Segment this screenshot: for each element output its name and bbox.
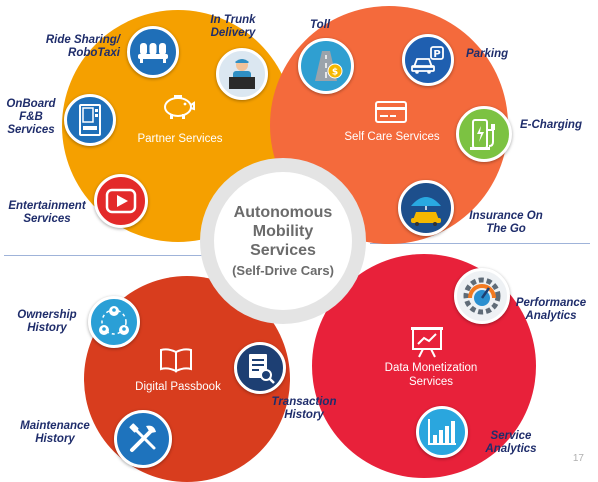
- digital-passbook-title: Digital Passbook: [135, 381, 221, 393]
- data-monetization-title-line-2: Services: [408, 376, 454, 388]
- label-maintenance-line-2: History: [35, 433, 75, 445]
- label-entertainment-line-1: Entertainment: [8, 200, 86, 212]
- label-transaction-line-1: Transaction: [271, 396, 337, 408]
- delivery-person-icon: [216, 48, 268, 100]
- label-insurance: Insurance On The Go: [458, 210, 554, 236]
- label-ownership: Ownership History: [8, 309, 86, 335]
- data-monetization-title-line-1: Data Monetization: [384, 362, 478, 374]
- label-insurance-line-2: The Go: [486, 223, 526, 235]
- label-transaction: Transaction History: [264, 396, 344, 422]
- label-ride-sharing-line-2: RoboTaxi: [68, 47, 120, 59]
- umbrella-car-icon: [398, 180, 454, 236]
- piggy-bank-icon: [160, 92, 196, 120]
- page-number: 17: [572, 453, 584, 464]
- label-parking: Parking: [466, 48, 536, 61]
- label-in-trunk-delivery: In Trunk Delivery: [200, 14, 266, 40]
- center-line-3: Services: [250, 241, 316, 259]
- label-onboard-line-2: F&B: [19, 111, 43, 123]
- self-care-services-title: Self Care Services: [344, 131, 440, 143]
- center-line-2: Mobility: [252, 222, 314, 240]
- label-service-analytics-line-1: Service: [490, 430, 532, 442]
- tools-icon: [114, 410, 172, 468]
- svg-text:$: $: [332, 68, 338, 78]
- play-button-icon: [94, 174, 148, 228]
- label-entertainment: Entertainment Services: [2, 200, 92, 226]
- label-ride-sharing: Ride Sharing/ RoboTaxi: [28, 34, 120, 60]
- center-title: Autonomous Mobility Services (Self-Drive…: [200, 158, 366, 324]
- label-performance-line-2: Analytics: [525, 310, 577, 322]
- label-transaction-line-2: History: [284, 409, 324, 421]
- road-coin-icon: $: [298, 38, 354, 94]
- label-performance: Performance Analytics: [510, 297, 592, 323]
- label-onboard-line-1: OnBoard: [6, 98, 56, 110]
- vending-machine-icon: [64, 94, 116, 146]
- label-e-charging: E-Charging: [520, 119, 592, 132]
- data-monetization-title: Data Monetization Services: [366, 361, 496, 389]
- label-toll: Toll: [310, 19, 350, 32]
- label-service-analytics: Service Analytics: [476, 430, 546, 456]
- car-seats-icon: [127, 26, 179, 78]
- card-icon: [374, 100, 408, 124]
- center-line-1: Autonomous: [233, 203, 333, 221]
- parking-car-icon: P: [402, 34, 454, 86]
- ev-charger-icon: [456, 106, 512, 162]
- label-maintenance-line-1: Maintenance: [20, 420, 90, 432]
- partner-services-title: Partner Services: [137, 133, 223, 145]
- bar-chart-icon: [416, 406, 468, 458]
- svg-text:P: P: [433, 49, 440, 60]
- label-in-trunk-line-2: Delivery: [210, 27, 256, 39]
- divider-left: [4, 255, 204, 256]
- label-parking-line-1: Parking: [466, 48, 509, 60]
- label-in-trunk-line-1: In Trunk: [210, 14, 256, 26]
- label-onboard-line-3: Services: [7, 124, 55, 136]
- divider-right: [370, 243, 590, 244]
- label-maintenance: Maintenance History: [12, 420, 98, 446]
- book-icon: [158, 347, 194, 373]
- label-toll-line-1: Toll: [310, 19, 331, 31]
- gauge-gear-icon: [454, 268, 510, 324]
- presentation-chart-icon: [410, 326, 444, 358]
- label-ownership-line-1: Ownership: [17, 309, 77, 321]
- label-performance-line-1: Performance: [515, 297, 587, 309]
- label-service-analytics-line-2: Analytics: [485, 443, 537, 455]
- label-ownership-line-2: History: [27, 322, 67, 334]
- label-ride-sharing-line-1: Ride Sharing/: [45, 34, 120, 46]
- label-onboard-fb: OnBoard F&B Services: [2, 98, 60, 137]
- center-line-4: (Self-Drive Cars): [232, 262, 334, 278]
- ownership-network-icon: [88, 296, 140, 348]
- label-e-charging-line-1: E-Charging: [520, 119, 582, 131]
- label-insurance-line-1: Insurance On: [469, 210, 543, 222]
- document-search-icon: [234, 342, 286, 394]
- label-entertainment-line-2: Services: [23, 213, 71, 225]
